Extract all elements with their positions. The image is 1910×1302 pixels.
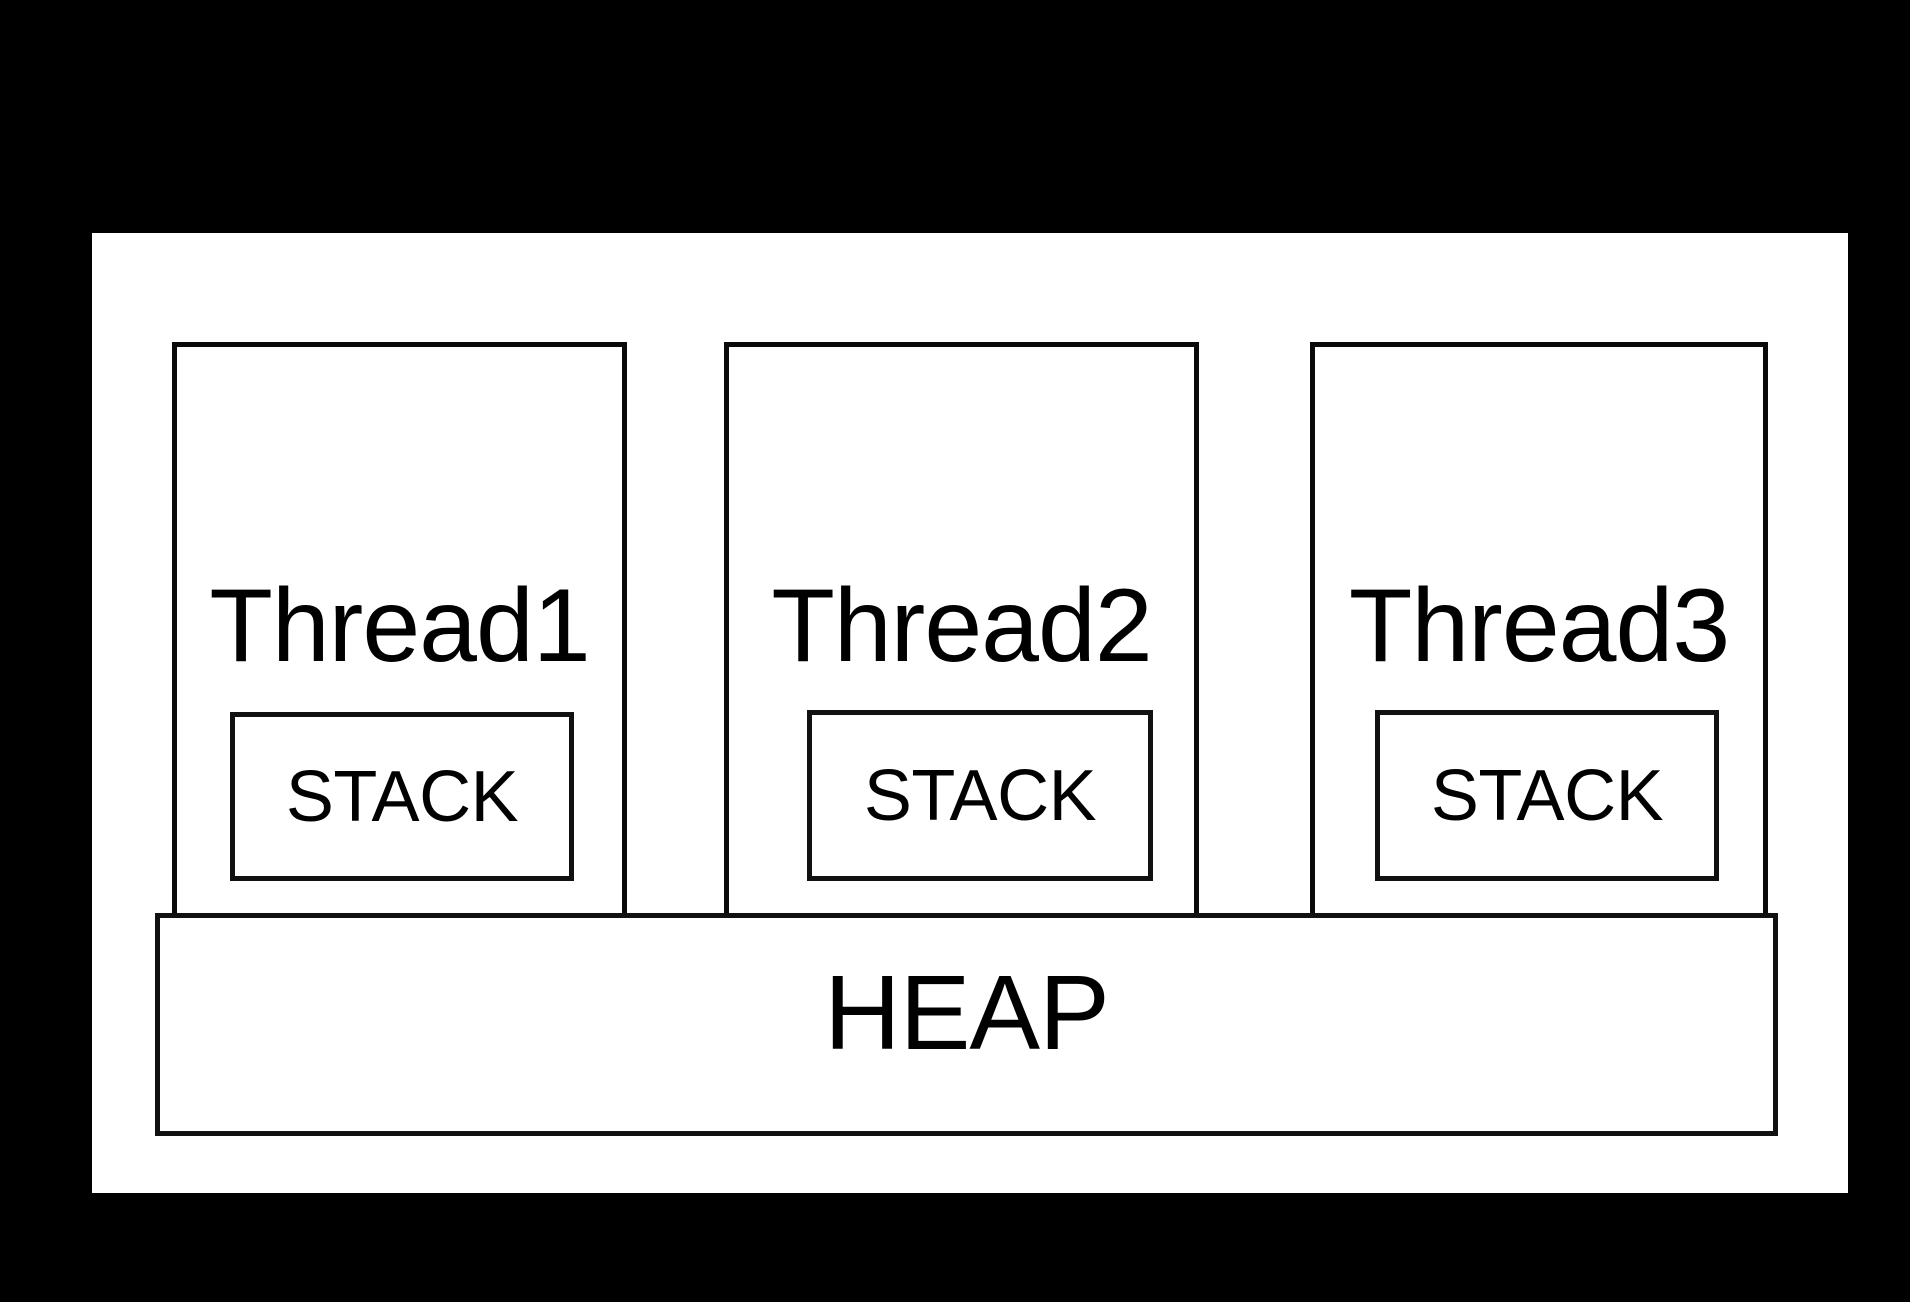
stack-box-2: STACK — [807, 710, 1153, 881]
stack-label-2: STACK — [863, 755, 1097, 836]
thread-box-1: Thread1 STACK — [172, 342, 627, 1026]
thread-label-2: Thread2 — [771, 568, 1152, 684]
stack-box-3: STACK — [1375, 710, 1719, 881]
stack-box-1: STACK — [230, 712, 574, 881]
heap-box: HEAP — [155, 913, 1778, 1136]
thread-label-1: Thread1 — [209, 568, 590, 684]
stack-label-3: STACK — [1430, 755, 1664, 836]
thread-box-3: Thread3 STACK — [1310, 342, 1768, 1026]
heap-label: HEAP — [824, 954, 1110, 1072]
stack-label-1: STACK — [285, 756, 519, 837]
process-panel: Thread1 STACK Thread2 STACK Thread3 STAC… — [92, 233, 1848, 1193]
thread-label-3: Thread3 — [1348, 568, 1730, 684]
thread-box-2: Thread2 STACK — [724, 342, 1199, 1026]
